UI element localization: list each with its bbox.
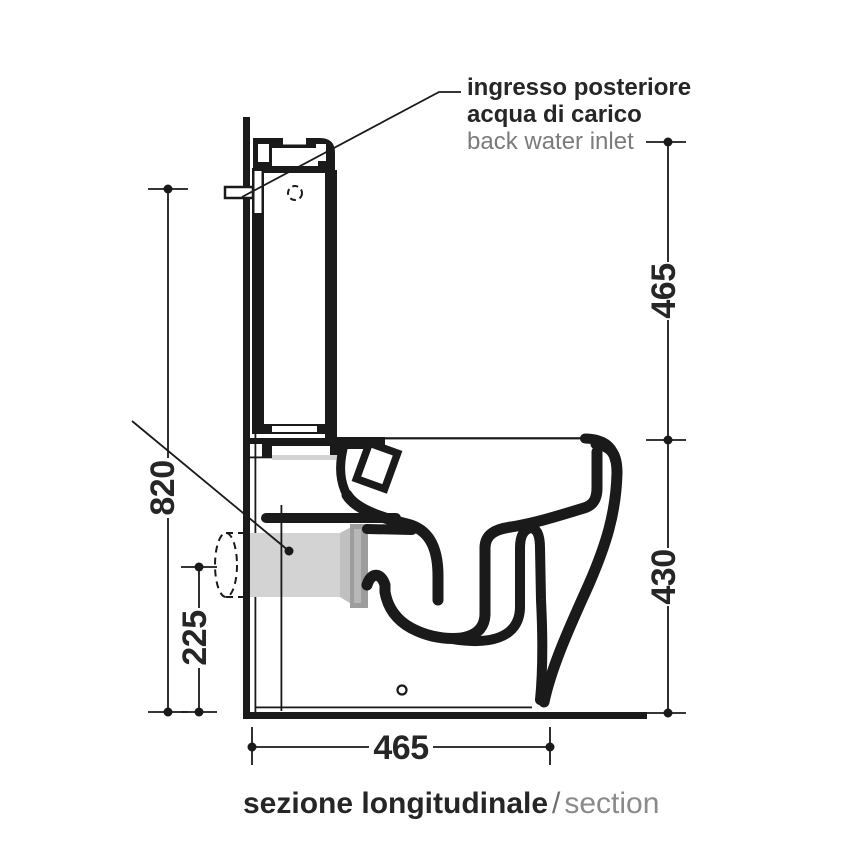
bowl: [261, 433, 623, 708]
inlet-annotation: ingresso posteriore acqua di carico back…: [467, 74, 691, 155]
bowl-inner-profile: [361, 446, 603, 644]
bowl-inner-channel: [341, 489, 444, 606]
dim-left-height-value: 820: [144, 460, 182, 515]
inlet-platform-interior: [272, 446, 330, 455]
pipe-dashed-end: [214, 532, 238, 598]
foot-interior-line: [256, 706, 532, 709]
rim-hook: [336, 444, 352, 500]
dim-depth-value: 465: [373, 729, 428, 767]
connector-body: [250, 533, 341, 597]
cistern-left-wall-slot: [254, 171, 262, 213]
cistern: [223, 138, 340, 460]
wall: [243, 117, 250, 719]
water-spreader: [351, 438, 403, 494]
leader-lines: [131, 91, 461, 556]
flush-valve-opening: [272, 426, 317, 432]
dim-depth: 465: [247, 727, 555, 767]
gasket-strip: [272, 455, 340, 460]
connector-cone: [340, 526, 353, 605]
dim-outlet-height: 225: [176, 562, 217, 717]
dim-right-upper: 465: [645, 137, 686, 445]
dim-outlet-height-value: 225: [176, 610, 214, 665]
dim-right-lower: 430: [645, 440, 686, 718]
fixing-hole-dashed: [287, 185, 303, 201]
seat-line: [383, 437, 593, 440]
inlet-annotation-line3: back water inlet: [467, 128, 634, 155]
leader-line-outlet: [131, 420, 290, 552]
rim-base-line: [250, 456, 272, 459]
dim-right-upper-value: 465: [645, 263, 683, 318]
cistern-left-wall: [252, 168, 264, 430]
pipe-dashed-outline: [214, 532, 248, 598]
lid-interior: [272, 148, 318, 166]
dimensions: 465 430 820: [144, 137, 686, 767]
leader-line-inlet: [241, 91, 461, 198]
water-inlet-valve: [223, 185, 255, 200]
caption: sezione longitudinale/section: [243, 787, 659, 821]
inlet-annotation-line1: ingresso posteriore: [467, 74, 692, 101]
construction-lines: [250, 456, 532, 711]
wall-and-floor: [243, 117, 647, 719]
bowl-outer-profile: [538, 438, 623, 708]
connector-flange-highlight: [354, 529, 361, 603]
trap-top-line: [362, 524, 417, 535]
cistern-base-plate: [250, 438, 340, 444]
leader-outlet-dot: [284, 546, 294, 556]
caption-separator: /: [552, 787, 561, 820]
outlet-downpipe: [447, 523, 548, 705]
caption-title: sezione longitudinale: [243, 787, 549, 820]
inlet-annotation-line2: acqua di carico: [467, 101, 642, 128]
dim-left-height: 820: [144, 184, 188, 717]
floor: [243, 712, 647, 719]
floor-fixing-hole: [396, 684, 408, 696]
lid-button-cutout: [283, 138, 306, 145]
dim-right-lower-value: 430: [645, 549, 683, 604]
cistern-right-wall: [325, 170, 337, 438]
caption-subtitle: section: [564, 787, 660, 820]
waste-connector: [250, 524, 368, 608]
section-line: [280, 505, 283, 711]
lid-notch-right: [316, 144, 326, 161]
lid-notch-left: [258, 144, 269, 162]
